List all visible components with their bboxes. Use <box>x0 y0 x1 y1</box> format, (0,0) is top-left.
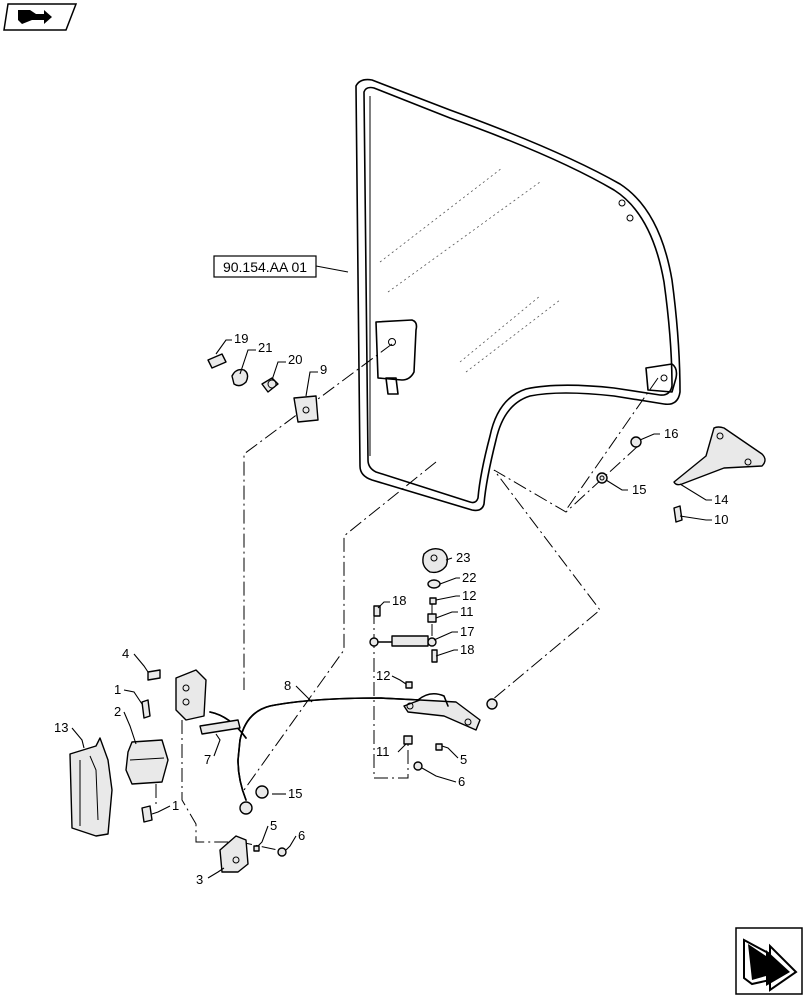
book-arrow-icon[interactable] <box>3 3 78 31</box>
callout-5-right: 5 <box>460 752 467 767</box>
next-page-arrow-icon[interactable] <box>735 927 803 995</box>
callout-5-lower: 5 <box>270 818 277 833</box>
callout-18-lower: 18 <box>460 642 474 657</box>
part-5-washer-a <box>435 743 443 751</box>
part-15-bushing-upper <box>596 472 608 484</box>
part-18-pin-a <box>373 605 381 617</box>
part-2-block <box>125 739 169 785</box>
door-glass <box>355 78 681 512</box>
callout-6-lower: 6 <box>298 828 305 843</box>
part-11-nut-b <box>403 735 413 745</box>
callout-16: 16 <box>664 426 678 441</box>
part-1-bolt-upper <box>141 699 151 719</box>
construction-lines <box>155 343 659 851</box>
callout-21: 21 <box>258 340 272 355</box>
part-17-gas-strut <box>369 635 437 647</box>
callout-9: 9 <box>320 362 327 377</box>
callout-17: 17 <box>460 624 474 639</box>
part-9-plate <box>293 395 319 423</box>
callout-12-lower: 12 <box>376 668 390 683</box>
callout-15-upper: 15 <box>632 482 646 497</box>
part-13-cover <box>69 737 113 837</box>
callout-19: 19 <box>234 331 248 346</box>
part-15-ring-right <box>486 698 498 710</box>
callout-11-lower: 11 <box>376 744 390 759</box>
callout-4: 4 <box>122 646 129 661</box>
part-12-nut-b <box>405 681 413 689</box>
callout-18-upper: 18 <box>392 593 406 608</box>
callout-2: 2 <box>114 704 121 719</box>
callout-7: 7 <box>204 752 211 767</box>
callout-12-upper: 12 <box>462 588 476 603</box>
callout-14: 14 <box>714 492 728 507</box>
part-11-nut-a <box>427 613 437 623</box>
part-19-clip <box>207 353 227 369</box>
part-22-washer <box>427 579 441 589</box>
part-4-screw <box>147 669 161 681</box>
part-7-strap <box>199 719 241 735</box>
part-3-latch <box>219 835 249 873</box>
callout-1-lower: 1 <box>172 798 179 813</box>
part-14-bracket <box>673 426 766 486</box>
callout-13: 13 <box>54 720 68 735</box>
callout-15-lower: 15 <box>288 786 302 801</box>
part-6-screw-a <box>413 761 423 771</box>
part-8-arm <box>175 669 481 815</box>
part-16-washer <box>630 436 642 448</box>
callout-8: 8 <box>284 678 291 693</box>
callout-leaders <box>71 339 712 879</box>
callout-22: 22 <box>462 570 476 585</box>
callout-3: 3 <box>196 872 203 887</box>
callout-1-upper: 1 <box>114 682 121 697</box>
part-10-bolt <box>673 505 683 523</box>
part-6-screw-b <box>277 847 287 857</box>
callout-11-upper: 11 <box>460 604 474 619</box>
callout-20: 20 <box>288 352 302 367</box>
part-1-bolt-lower <box>141 805 153 823</box>
part-15-bushing-lower <box>255 785 269 799</box>
part-20-pin <box>261 377 279 393</box>
callout-6-right: 6 <box>458 774 465 789</box>
part-23-knob <box>422 547 449 574</box>
reference-label[interactable]: 90.154.AA 01 <box>223 259 307 275</box>
callout-labels: 19 21 20 9 16 15 14 10 23 22 12 11 17 18… <box>54 331 728 887</box>
callout-10: 10 <box>714 512 728 527</box>
part-21-bushing <box>231 368 249 387</box>
callout-23: 23 <box>456 550 470 565</box>
part-5-washer-b <box>253 845 260 852</box>
part-12-nut-a <box>429 597 437 605</box>
